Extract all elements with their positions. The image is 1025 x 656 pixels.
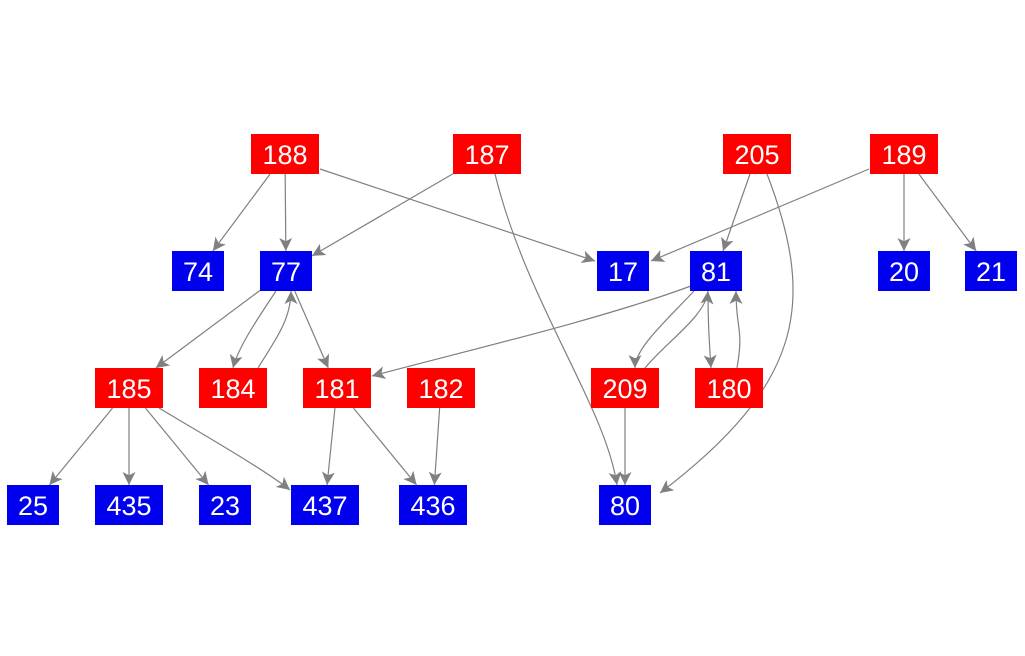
node-182: 182 bbox=[407, 368, 475, 408]
node-20: 20 bbox=[878, 251, 930, 291]
node-17: 17 bbox=[597, 251, 649, 291]
node-box bbox=[599, 485, 651, 525]
node-label: 80 bbox=[610, 491, 640, 521]
node-181: 181 bbox=[303, 368, 371, 408]
node-23: 23 bbox=[199, 485, 251, 525]
edge-77-to-185 bbox=[155, 289, 261, 369]
edge-187-to-77 bbox=[311, 173, 454, 257]
node-label: 20 bbox=[889, 257, 919, 287]
node-21: 21 bbox=[965, 251, 1017, 291]
edge-77-to-181 bbox=[294, 290, 330, 369]
edge-188-to-74 bbox=[212, 173, 271, 252]
node-label: 23 bbox=[210, 491, 240, 521]
node-label: 436 bbox=[410, 491, 455, 521]
edge-181-to-437 bbox=[321, 407, 336, 486]
node-185: 185 bbox=[95, 368, 163, 408]
nodes-layer: 188 187 205 189 74 77 17 81 20 21 185 184 181 182 209 1… bbox=[7, 134, 1017, 525]
edge-188-to-17 bbox=[319, 168, 596, 264]
node-80: 80 bbox=[599, 485, 651, 525]
node-box bbox=[878, 251, 930, 291]
node-box bbox=[7, 485, 59, 525]
node-label: 25 bbox=[18, 491, 48, 521]
node-box bbox=[251, 134, 319, 174]
node-box bbox=[723, 134, 791, 174]
node-205: 205 bbox=[723, 134, 791, 174]
edge-81-to-209 bbox=[628, 290, 695, 369]
node-label: 189 bbox=[881, 140, 926, 170]
node-box bbox=[870, 134, 938, 174]
node-180: 180 bbox=[695, 368, 763, 408]
edge-81-to-181 bbox=[371, 285, 692, 379]
edge-189-to-21 bbox=[918, 173, 977, 252]
edge-205-to-80 bbox=[659, 173, 794, 494]
node-74: 74 bbox=[172, 251, 224, 291]
node-box bbox=[399, 485, 467, 525]
node-label: 209 bbox=[602, 374, 647, 404]
edge-81-to-180 bbox=[703, 290, 717, 369]
edge-184-to-77 bbox=[257, 290, 298, 369]
node-188: 188 bbox=[251, 134, 319, 174]
node-209: 209 bbox=[591, 368, 659, 408]
node-box bbox=[965, 251, 1017, 291]
node-box bbox=[199, 485, 251, 525]
edge-187-to-80 bbox=[494, 173, 622, 486]
node-436: 436 bbox=[399, 485, 467, 525]
edge-188-to-77 bbox=[279, 173, 293, 252]
node-label: 205 bbox=[734, 140, 779, 170]
node-box bbox=[303, 368, 371, 408]
node-label: 17 bbox=[608, 257, 638, 287]
node-label: 77 bbox=[271, 257, 301, 287]
node-187: 187 bbox=[453, 134, 521, 174]
edge-189-to-17 bbox=[650, 168, 870, 262]
node-label: 21 bbox=[976, 257, 1006, 287]
node-box bbox=[95, 485, 163, 525]
edge-182-to-436 bbox=[428, 407, 442, 486]
node-box bbox=[591, 368, 659, 408]
node-189: 189 bbox=[870, 134, 938, 174]
node-label: 188 bbox=[262, 140, 307, 170]
node-184: 184 bbox=[199, 368, 267, 408]
node-label: 74 bbox=[183, 257, 213, 287]
node-box bbox=[291, 485, 359, 525]
edge-185-to-23 bbox=[144, 407, 210, 486]
node-box bbox=[695, 368, 763, 408]
node-box bbox=[407, 368, 475, 408]
node-box bbox=[260, 251, 312, 291]
edge-180-to-81 bbox=[729, 290, 743, 369]
node-box bbox=[199, 368, 267, 408]
node-box bbox=[95, 368, 163, 408]
node-label: 187 bbox=[464, 140, 509, 170]
node-label: 185 bbox=[106, 374, 151, 404]
node-label: 181 bbox=[314, 374, 359, 404]
node-box bbox=[690, 251, 742, 291]
node-label: 180 bbox=[706, 374, 751, 404]
edge-181-to-436 bbox=[352, 407, 418, 486]
node-77: 77 bbox=[260, 251, 312, 291]
edge-185-to-25 bbox=[48, 407, 114, 486]
edge-185-to-437 bbox=[158, 407, 291, 491]
node-label: 182 bbox=[418, 374, 463, 404]
node-box bbox=[453, 134, 521, 174]
node-435: 435 bbox=[95, 485, 163, 525]
node-label: 437 bbox=[302, 491, 347, 521]
node-437: 437 bbox=[291, 485, 359, 525]
node-81: 81 bbox=[690, 251, 742, 291]
node-box bbox=[597, 251, 649, 291]
node-label: 184 bbox=[210, 374, 255, 404]
edge-209-to-81 bbox=[644, 290, 714, 369]
node-box bbox=[172, 251, 224, 291]
edges-layer bbox=[48, 168, 977, 494]
node-25: 25 bbox=[7, 485, 59, 525]
edge-205-to-81 bbox=[721, 173, 751, 252]
node-label: 435 bbox=[106, 491, 151, 521]
edge-77-to-184 bbox=[229, 290, 277, 369]
node-label: 81 bbox=[701, 257, 731, 287]
